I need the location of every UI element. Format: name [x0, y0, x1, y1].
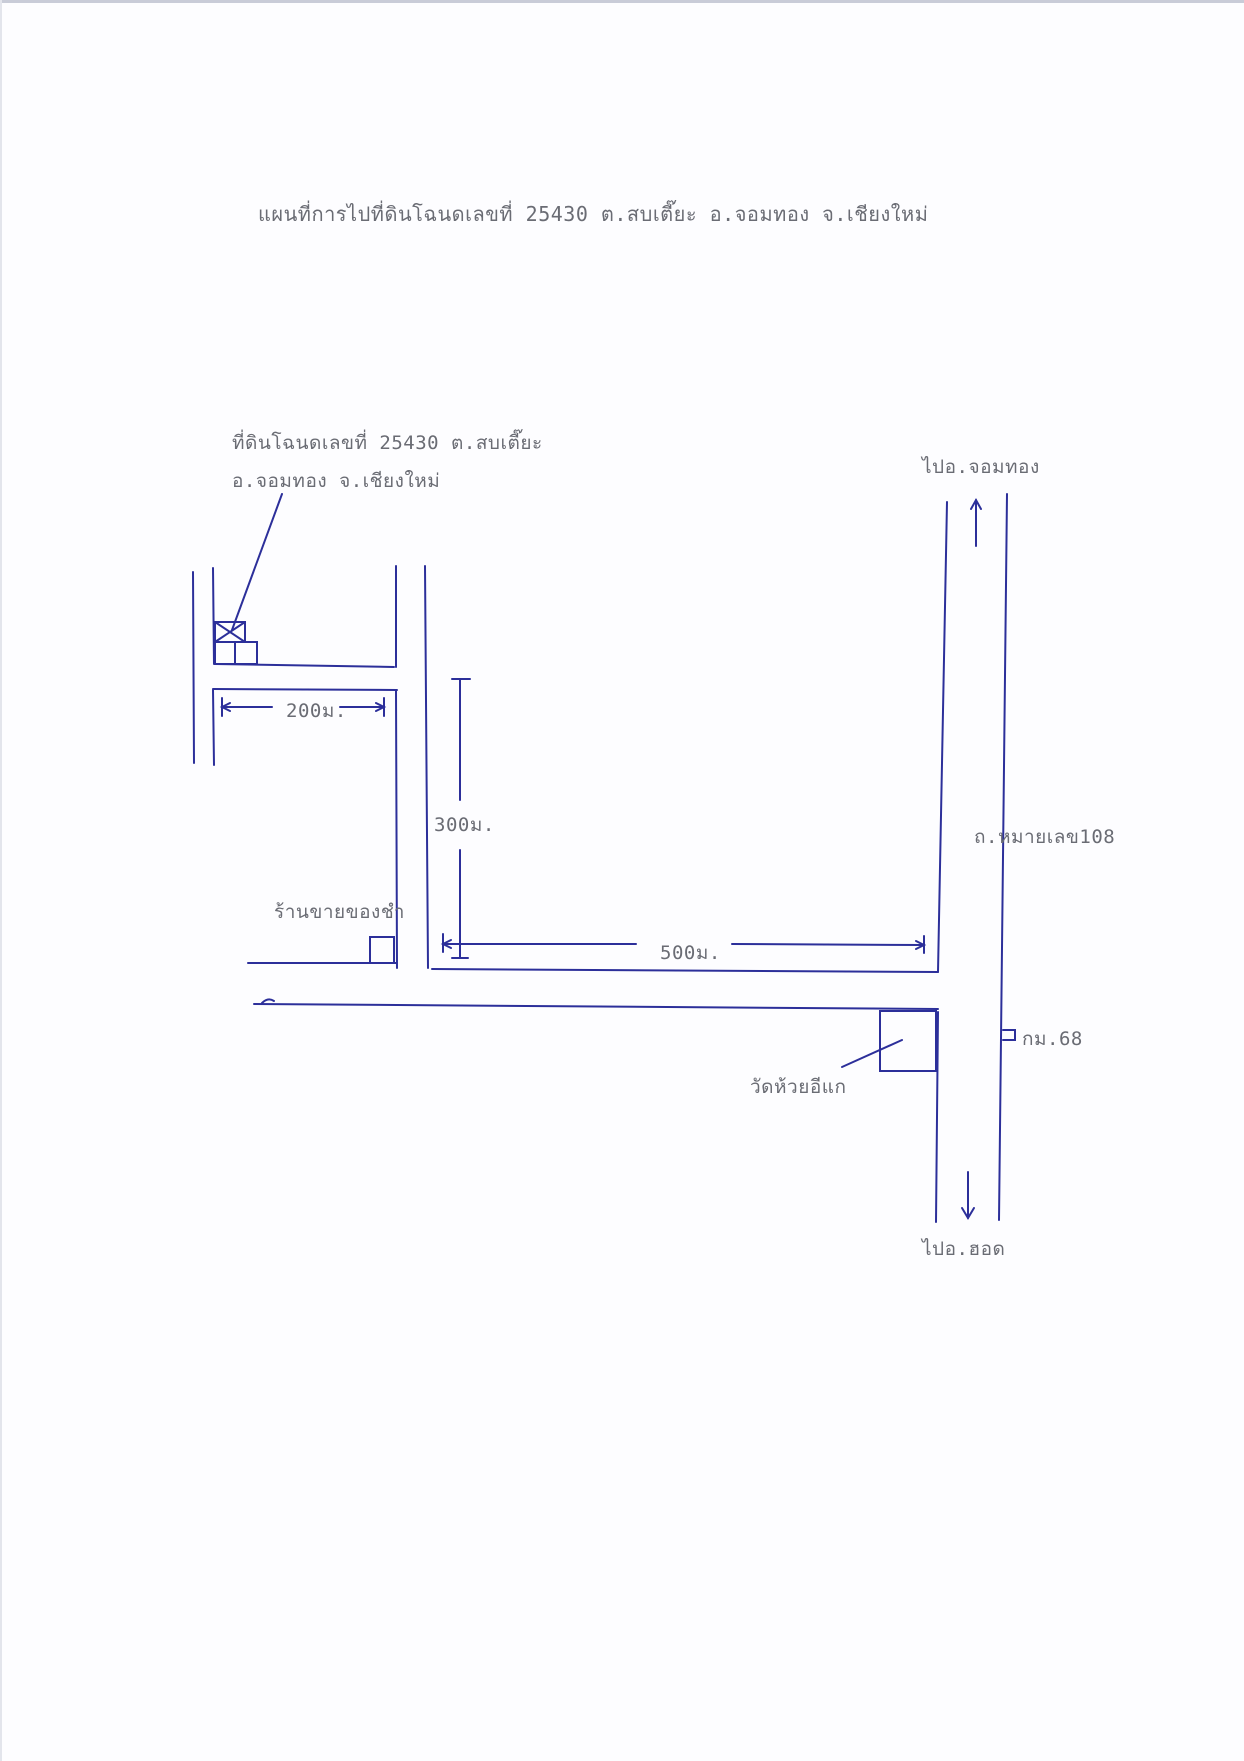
temple-marker [879, 1010, 937, 1072]
direction-north-label: ไปอ.จอมทอง [922, 456, 1040, 478]
distance-300m-label: 300ม. [434, 814, 495, 836]
temple-leader-line [841, 1039, 903, 1068]
direction-south-label: ไปอ.ฮอด [922, 1238, 1006, 1260]
main-road-bottom-edge [253, 1003, 939, 1010]
side-road-right-edge [424, 565, 429, 969]
highway-lower-left-edge [935, 1011, 939, 1223]
distance-200m-label: 200ม. [286, 700, 347, 722]
side-road-left-edge [395, 689, 398, 969]
parcel-leader-line [231, 493, 283, 631]
km-marker-label: กม.68 [1022, 1028, 1083, 1050]
main-road-top-edge [431, 968, 939, 973]
map-title: แผนที่การไปที่ดินโฉนดเลขที่ 25430 ต.สบเต… [258, 202, 929, 226]
grocery-shop-marker [369, 936, 395, 964]
lane-bottom-edge [212, 688, 398, 691]
shop-label: ร้านขายของชำ [274, 901, 405, 923]
left-soi-line-1 [192, 571, 195, 764]
distance-500m-label: 500ม. [660, 942, 721, 964]
km-68-marker [1002, 1029, 1016, 1041]
temple-label: วัดห้วยอีแก [750, 1076, 847, 1098]
highway-label: ถ.หมายเลข108 [974, 826, 1116, 848]
highway-108-left-edge [937, 501, 948, 973]
parcel-label-line2: อ.จอมทอง จ.เชียงใหม่ [232, 470, 441, 492]
left-soi-line-2 [212, 567, 215, 665]
parcel-label-line1: ที่ดินโฉนดเลขที่ 25430 ต.สบเตี๊ยะ [232, 432, 543, 454]
highway-108-right-edge [998, 493, 1008, 1221]
